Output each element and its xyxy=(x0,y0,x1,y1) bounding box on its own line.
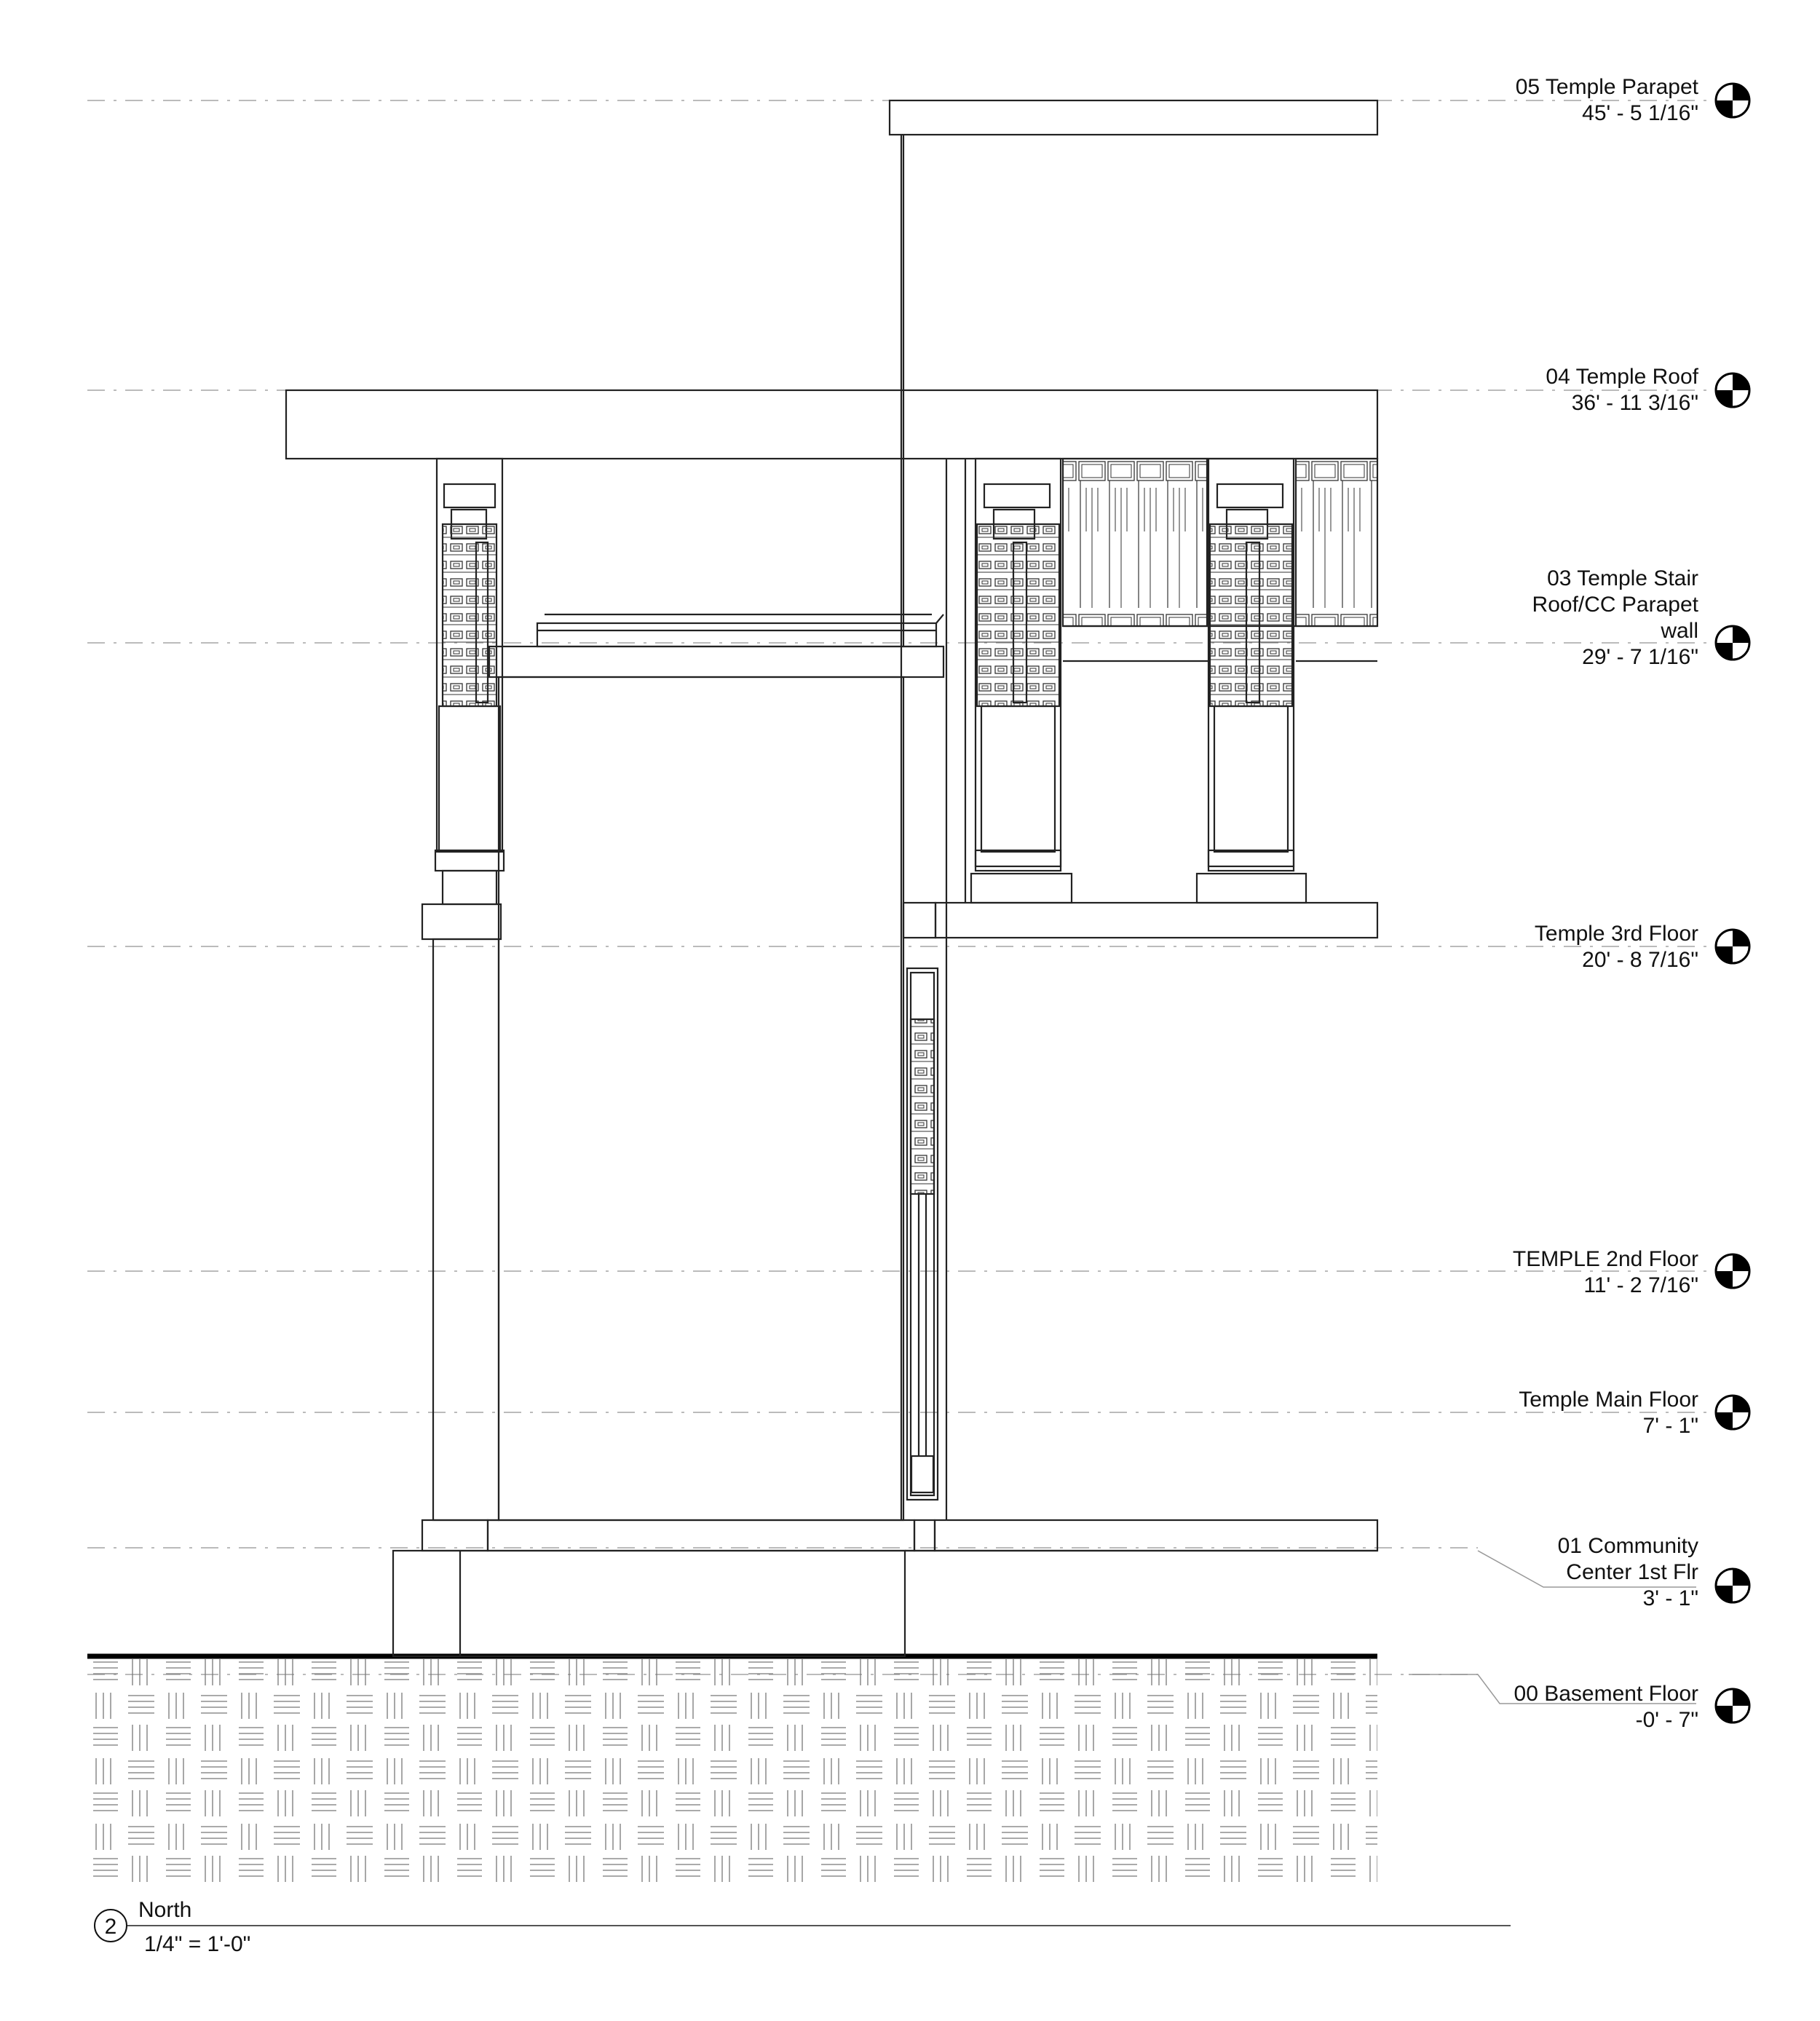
level-name: 04 Temple Roof xyxy=(1546,365,1698,389)
building-elevation xyxy=(285,99,1379,1658)
left-column xyxy=(434,457,505,906)
level-elevation: 11' - 2 7/16" xyxy=(1583,1273,1698,1297)
level-elevation: 45' - 5 1/16" xyxy=(1582,101,1698,125)
tag-leaders xyxy=(1409,1550,1696,1704)
view-number: 2 xyxy=(105,1915,117,1939)
level-elevation: 3' - 1" xyxy=(1643,1586,1698,1610)
right-column-2 xyxy=(1195,457,1307,904)
level-tag-basement-floor: 00 Basement Floor-0' - 7" xyxy=(1514,1682,1751,1732)
level-name: 00 Basement Floor xyxy=(1514,1682,1698,1706)
level-datum-icon xyxy=(1714,1253,1751,1289)
level-name: TEMPLE 2nd Floor xyxy=(1513,1247,1698,1271)
level-datum-icon xyxy=(1714,1567,1751,1604)
level-datum-icon xyxy=(1714,625,1751,661)
view-scale: 1/4" = 1'-0" xyxy=(144,1932,250,1956)
view-number-bubble xyxy=(94,1909,127,1942)
clerestory-glazing xyxy=(1061,457,1379,663)
central-shaft xyxy=(900,135,948,1520)
level-name: Temple 3rd Floor xyxy=(1535,922,1698,946)
tall-window xyxy=(906,967,939,1501)
view-title: 2 North 1/4" = 1'-0" xyxy=(94,1898,1511,1956)
level-name: 01 Community xyxy=(1558,1534,1698,1558)
level-name: 05 Temple Parapet xyxy=(1516,75,1699,99)
left-pier xyxy=(421,903,502,1522)
level-elevation: 29' - 7 1/16" xyxy=(1582,645,1698,669)
level-lines xyxy=(87,100,1711,1675)
level-elevation: 7' - 1" xyxy=(1643,1414,1698,1438)
level-elevation: 20' - 8 7/16" xyxy=(1582,948,1698,972)
level-datum-icon xyxy=(1714,1394,1751,1431)
foundation xyxy=(392,1519,1379,1658)
level-datum-icon xyxy=(1714,82,1751,119)
view-name: North xyxy=(138,1898,191,1922)
level-name: Roof/CC Parapet xyxy=(1532,593,1699,617)
level-datum-icon xyxy=(1714,372,1751,408)
level-elevation: -0' - 7" xyxy=(1636,1708,1698,1732)
ground xyxy=(87,1653,1377,1886)
level-name: Temple Main Floor xyxy=(1519,1388,1698,1412)
temple-parapet-slab xyxy=(888,99,1379,136)
level-name: Center 1st Flr xyxy=(1566,1560,1698,1584)
level-datum-icon xyxy=(1714,928,1751,965)
level-datum-icon xyxy=(1714,1688,1751,1724)
temple-roof-slab xyxy=(285,389,1379,460)
level-elevation: 36' - 11 3/16" xyxy=(1572,391,1698,415)
right-column-1 xyxy=(970,457,1073,904)
stair-tower xyxy=(488,613,945,1522)
level-name: 03 Temple Stair xyxy=(1547,566,1698,590)
earth-hatch xyxy=(87,1656,1377,1886)
third-floor-slab xyxy=(934,901,1379,939)
level-name: wall xyxy=(1660,619,1698,643)
